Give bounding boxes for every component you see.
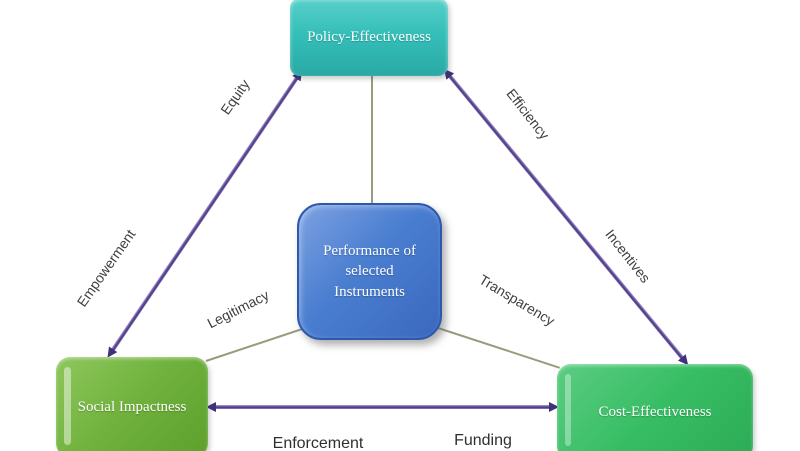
- edge-label-incentives: Incentives: [602, 226, 654, 286]
- connector-center-policy: [371, 76, 373, 204]
- arrow-social-policy: [110, 75, 300, 353]
- edge-label-equity: Equity: [217, 76, 253, 118]
- arrow-social-cost: [214, 405, 551, 409]
- node-policy-label: Policy-Effectiveness: [307, 28, 431, 45]
- arrow-policy-cost: [447, 73, 685, 361]
- node-cost-label: Cost-Effectiveness: [598, 403, 712, 420]
- edge-label-efficiency: Efficiency: [503, 85, 553, 143]
- edge-label-funding: Funding: [454, 432, 512, 449]
- edge-label-enforcement: Enforcement: [272, 435, 364, 451]
- node-performance-of-selected-instruments: Performance of selected Instruments: [297, 203, 442, 340]
- node-cost-effectiveness: Cost-Effectiveness: [557, 364, 753, 451]
- connector-center-cost: [437, 327, 560, 369]
- edge-label-empowerment: Empowerment: [73, 226, 139, 310]
- connector-center-social: [205, 328, 303, 362]
- node-social-impactness: Social Impactness: [56, 357, 208, 451]
- edge-label-legitimacy: Legitimacy: [204, 286, 272, 332]
- node-policy-effectiveness: Policy-Effectiveness: [290, 0, 448, 76]
- node-social-label: Social Impactness: [77, 398, 187, 415]
- edge-label-transparency: Transparency: [476, 271, 558, 329]
- node-performance-label: Performance of selected Instruments: [323, 243, 416, 300]
